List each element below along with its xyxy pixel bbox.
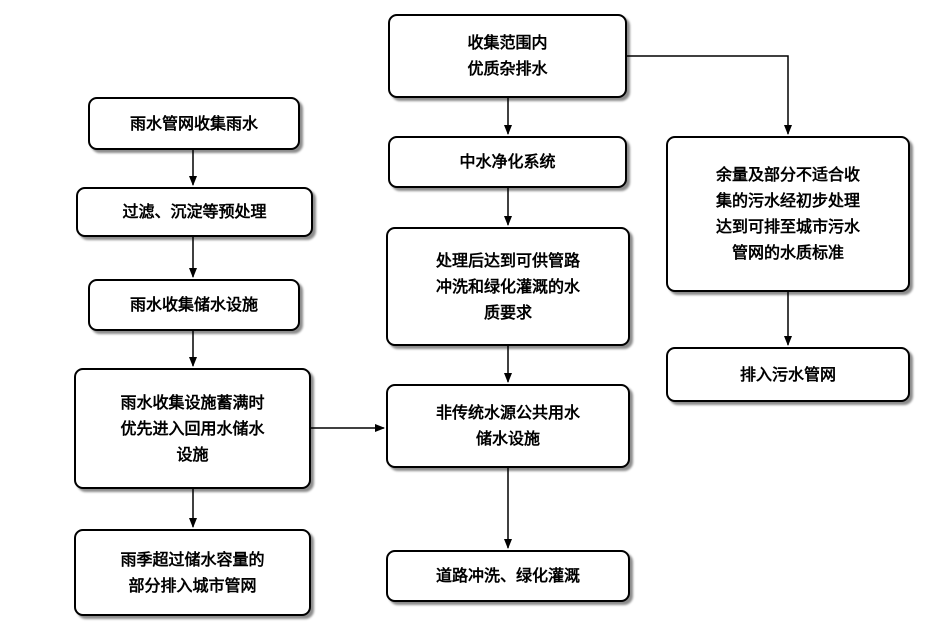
node-greywater-collect: 收集范围内 优质杂排水 <box>388 14 627 98</box>
node-storage-full-priority: 雨水收集设施蓄满时 优先进入回用水储水 设施 <box>74 368 311 489</box>
arrow-greywater-to-surplus <box>627 55 792 135</box>
node-road-irrigation: 道路冲洗、绿化灌溉 <box>386 550 630 602</box>
node-rain-season-overflow: 雨季超过储水容量的 部分排入城市管网 <box>74 529 311 616</box>
node-rain-storage-facility: 雨水收集储水设施 <box>88 279 300 331</box>
node-treated-quality: 处理后达到可供管路 冲洗和绿化灌溉的水 质要求 <box>386 227 630 346</box>
node-rain-pipe-collect: 雨水管网收集雨水 <box>88 97 300 150</box>
node-filter-pretreat: 过滤、沉淀等预处理 <box>76 187 313 237</box>
node-public-storage: 非传统水源公共用水 储水设施 <box>386 384 630 468</box>
node-discharge-sewer: 排入污水管网 <box>666 347 910 402</box>
node-surplus-sewage: 余量及部分不适合收 集的污水经初步处理 达到可排至城市污水 管网的水质标准 <box>666 136 910 292</box>
node-reclaimed-purify: 中水净化系统 <box>388 136 627 188</box>
